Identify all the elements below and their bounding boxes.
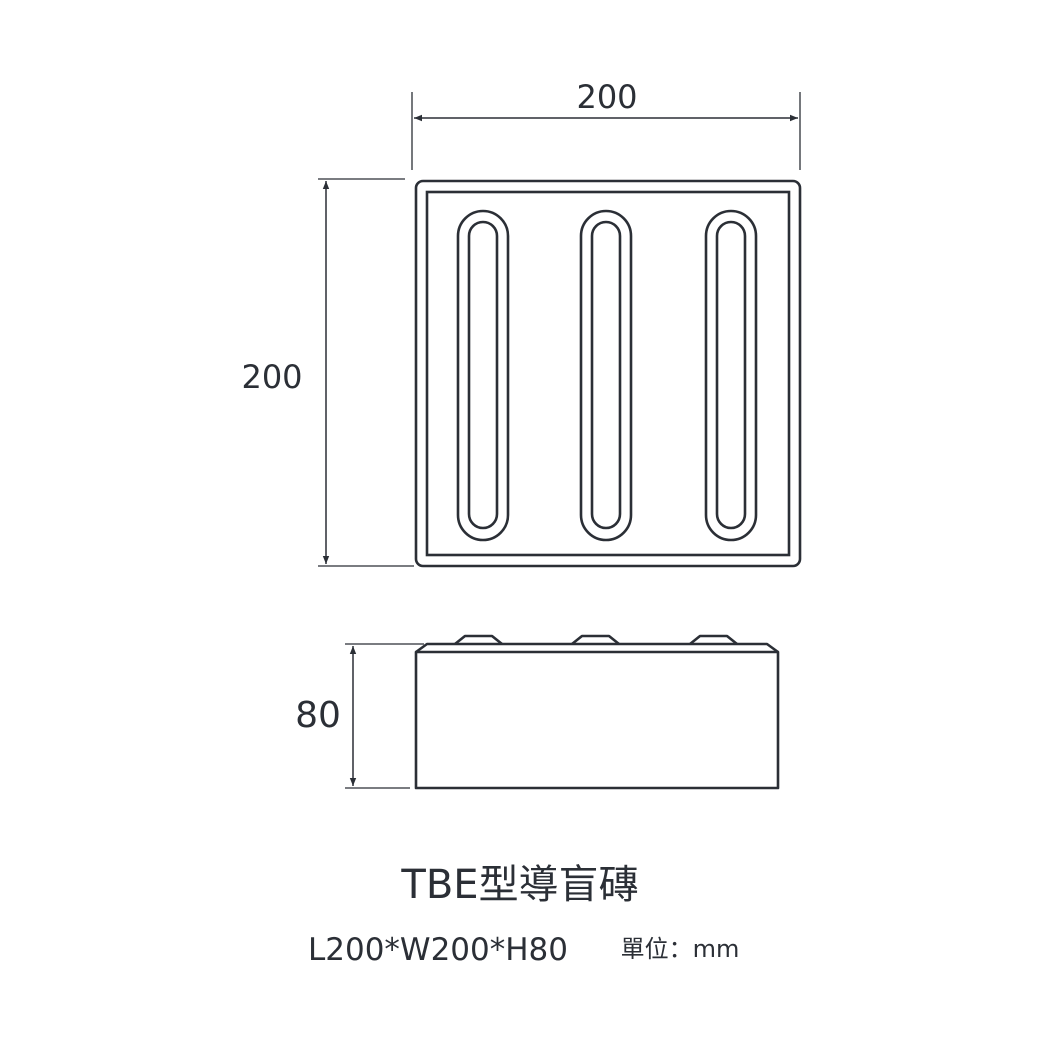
side-view: [414, 634, 780, 790]
width-label: 200: [576, 78, 637, 116]
guide-bar-1: [456, 209, 510, 542]
product-title: TBE型導盲磚: [400, 862, 638, 908]
length-dimension: [318, 178, 414, 567]
width-dimension: [411, 92, 801, 170]
height-label: 80: [295, 695, 341, 736]
length-label: 200: [241, 358, 302, 396]
spec-label: L200*W200*H80: [308, 932, 568, 968]
guide-bar-2: [579, 209, 633, 542]
unit-label: 單位：mm: [621, 935, 740, 963]
guide-bar-3: [704, 209, 758, 542]
top-view: [414, 179, 802, 568]
height-dimension: [345, 643, 424, 789]
